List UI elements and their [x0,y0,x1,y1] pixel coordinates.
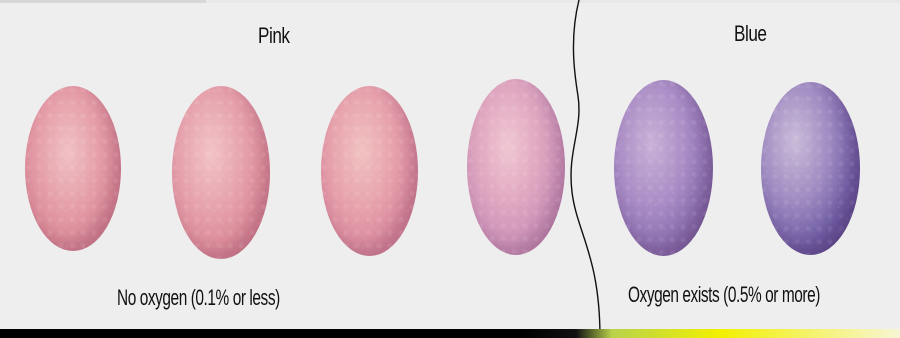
blue-sample-5 [614,80,713,256]
pink-sample-3 [321,86,418,256]
bottom-color-bar [0,329,900,338]
blue-sample-6 [761,82,860,255]
pink-sample-2 [172,86,270,259]
no-oxygen-label: No oxygen (0.1% or less) [117,287,280,309]
oxygen-exists-label: Oxygen exists (0.5% or more) [628,284,820,306]
pink-purple-sample-4 [467,79,565,255]
pink-sample-1 [25,86,121,251]
top-left-accent-line [0,0,206,3]
pink-heading: Pink [258,25,290,47]
divider-curve [571,0,600,338]
blue-heading: Blue [734,23,766,45]
curved-divider-line [565,0,613,338]
